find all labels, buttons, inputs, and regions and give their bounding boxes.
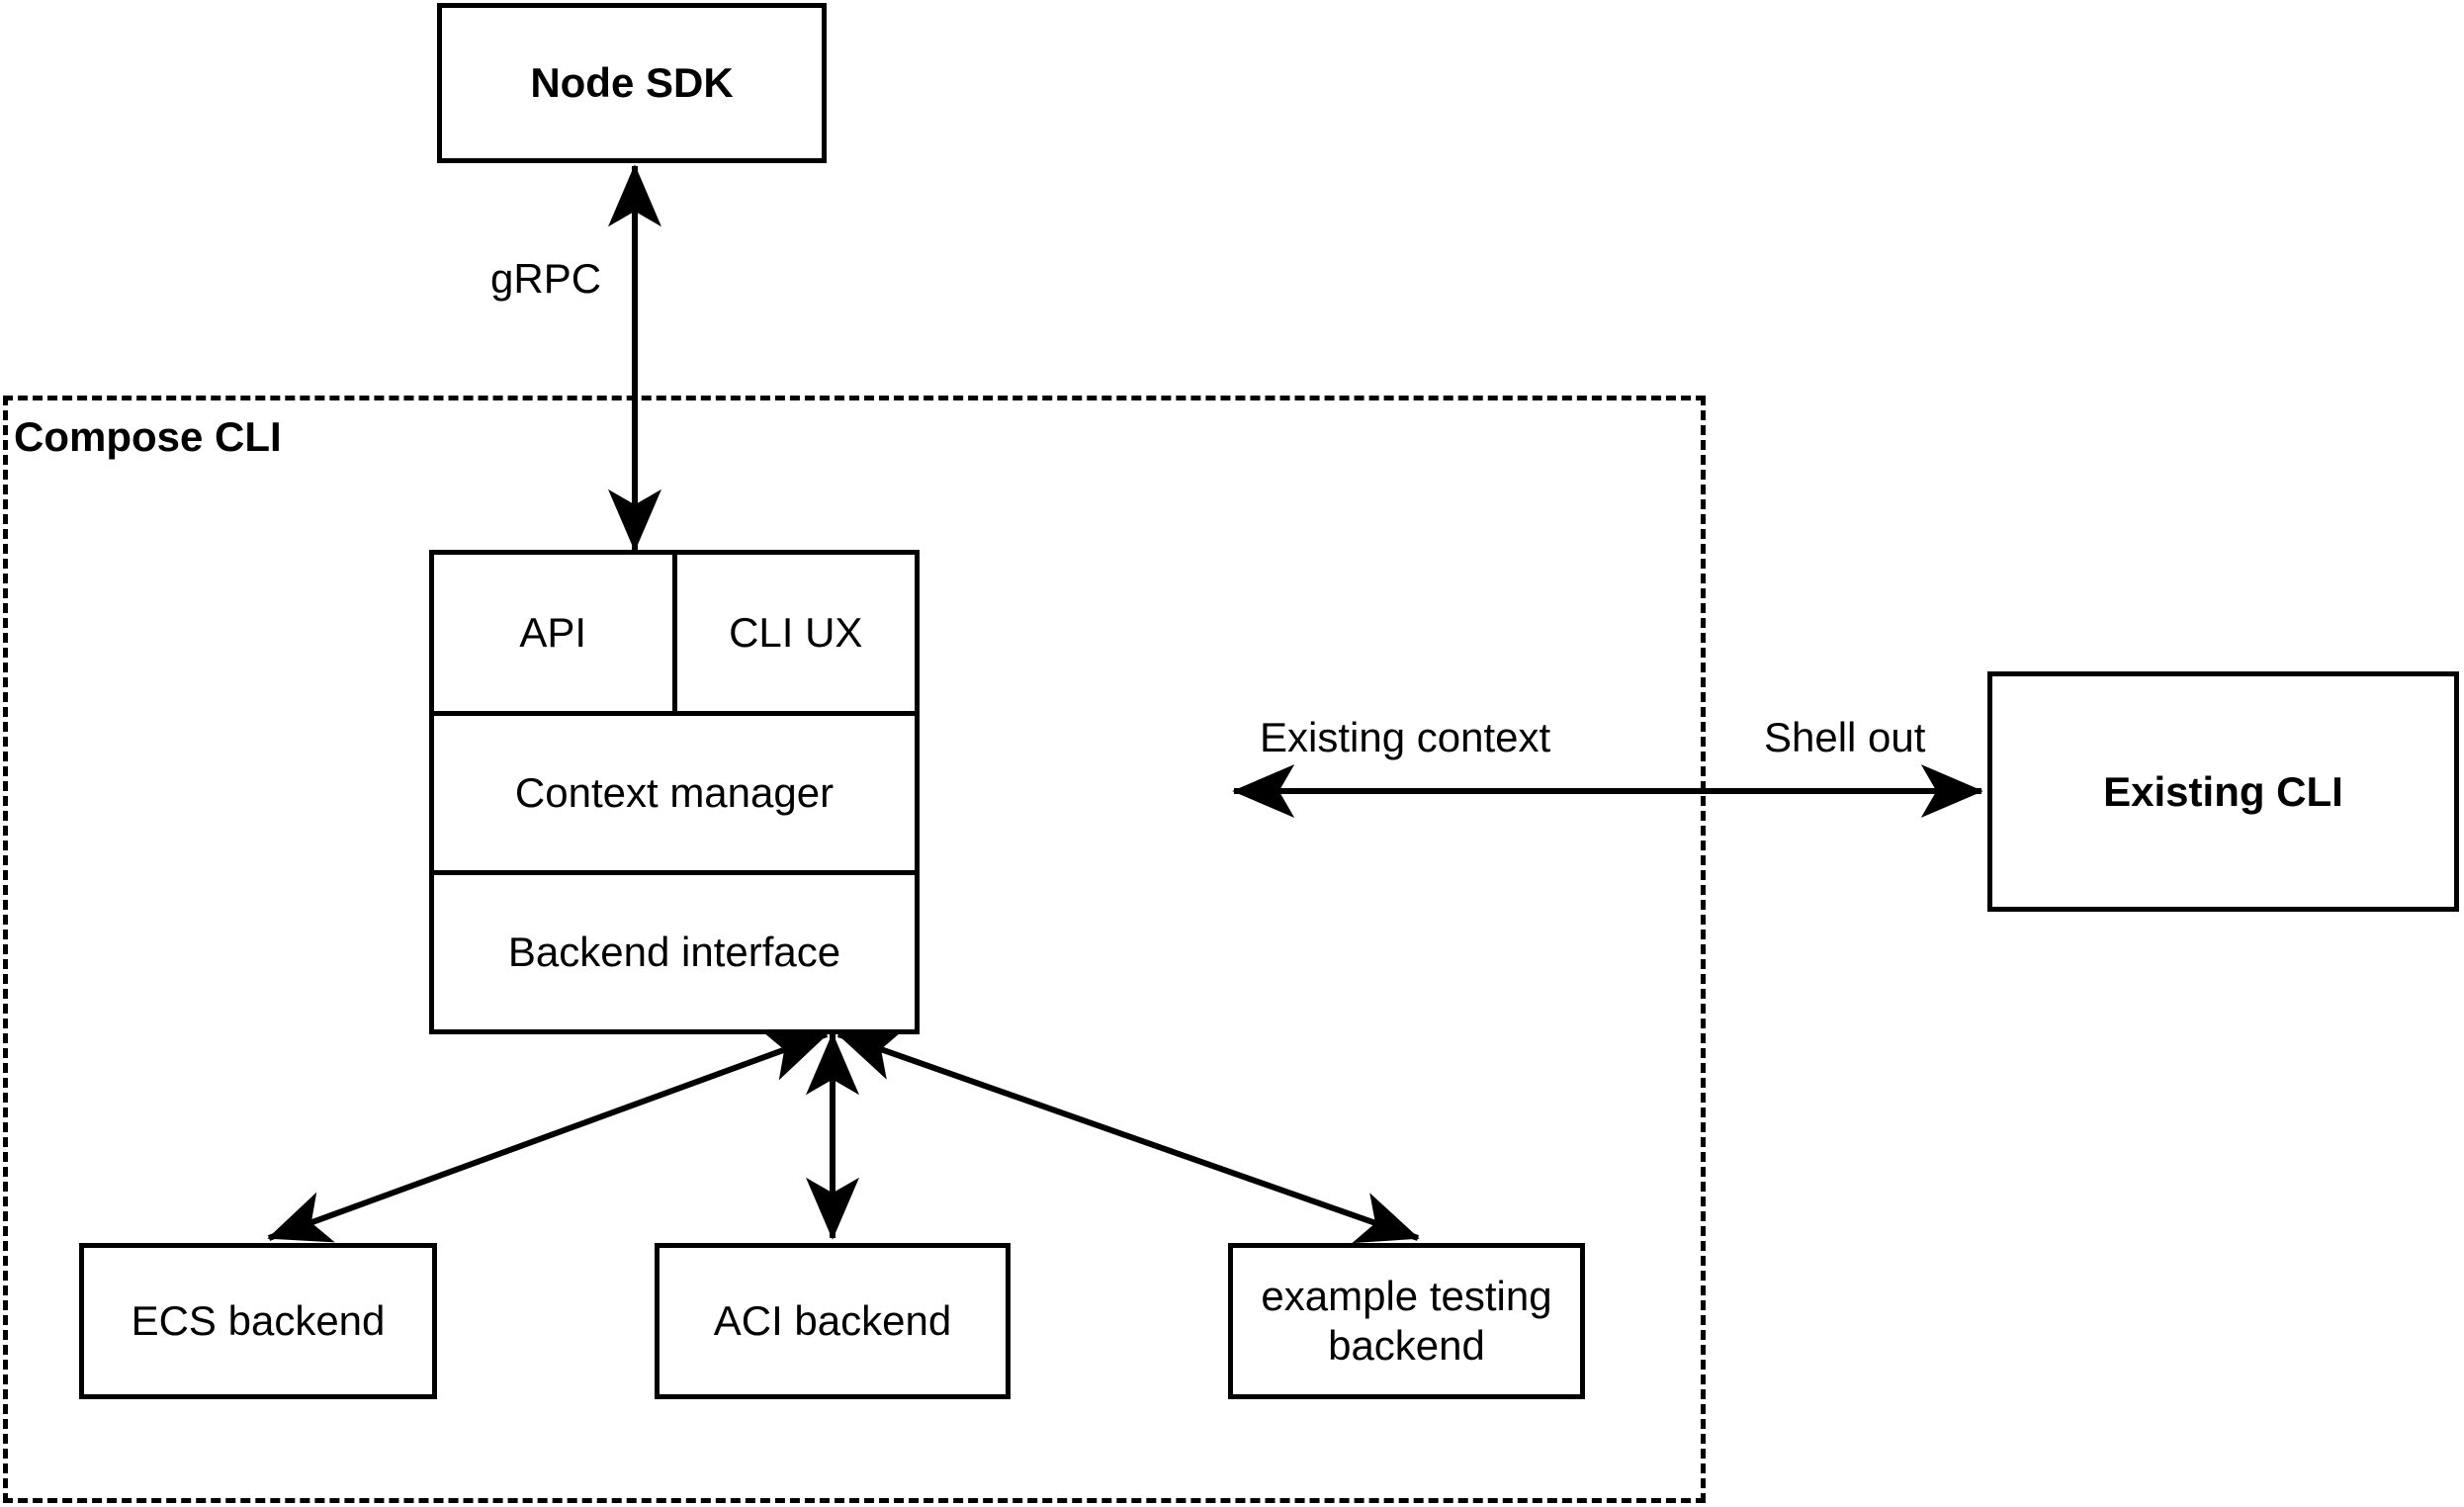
node-sdk-box[interactable]: Node SDK — [437, 3, 827, 163]
core-cell-cli-ux[interactable]: CLI UX — [671, 555, 916, 711]
example-testing-backend-box[interactable]: example testing backend — [1228, 1243, 1585, 1399]
core-row-top: API CLI UX — [434, 555, 915, 711]
compose-cli-core-box: API CLI UX Context manager Backend inter… — [429, 550, 920, 1034]
aci-backend-box[interactable]: ACI backend — [655, 1243, 1011, 1399]
ecs-backend-box[interactable]: ECS backend — [79, 1243, 437, 1399]
example-testing-backend-label-line1: example testing — [1261, 1273, 1552, 1320]
core-row-backend-interface[interactable]: Backend interface — [434, 870, 915, 1029]
compose-cli-group-boundary — [3, 396, 1706, 1503]
cli-ux-label: CLI UX — [729, 609, 863, 656]
example-testing-backend-label-line2: backend — [1328, 1322, 1485, 1369]
node-sdk-label: Node SDK — [530, 59, 734, 107]
ecs-backend-label: ECS backend — [131, 1297, 386, 1345]
backend-interface-label: Backend interface — [507, 929, 841, 975]
compose-cli-group-label: Compose CLI — [12, 413, 284, 461]
core-cell-api[interactable]: API — [434, 555, 672, 711]
grpc-edge-label: gRPC — [486, 255, 606, 303]
existing-cli-box[interactable]: Existing CLI — [1987, 671, 2459, 912]
core-cell-backend-interface[interactable]: Backend interface — [434, 875, 915, 1029]
existing-context-edge-label: Existing context — [1256, 714, 1555, 761]
context-manager-label: Context manager — [514, 769, 835, 816]
aci-backend-label: ACI backend — [713, 1297, 952, 1345]
api-label: API — [519, 609, 587, 656]
shell-out-edge-label: Shell out — [1760, 714, 1930, 761]
core-cell-context-manager[interactable]: Context manager — [434, 716, 915, 870]
existing-cli-label: Existing CLI — [2103, 767, 2343, 815]
core-row-context-manager[interactable]: Context manager — [434, 711, 915, 870]
